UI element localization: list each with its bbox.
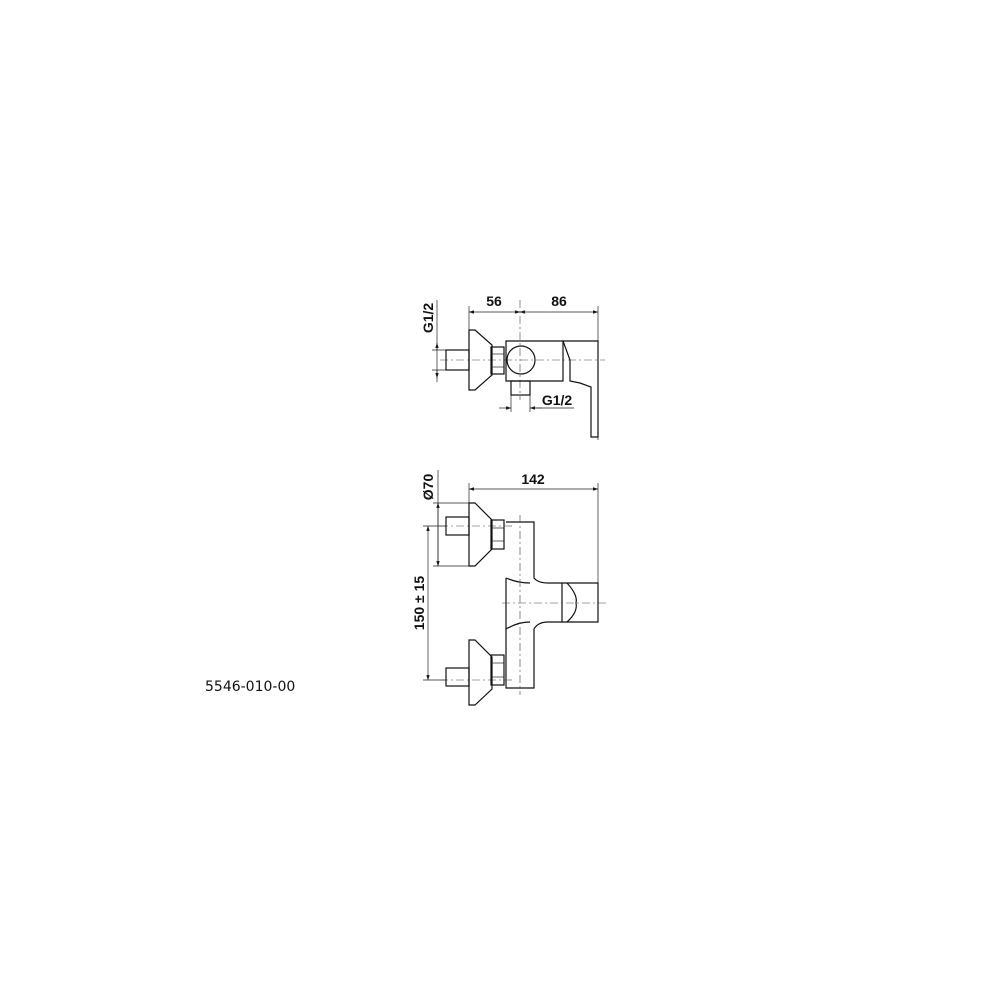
dim-142-label: 142 xyxy=(521,471,545,487)
inlet-spacing-label: 150 ± 15 xyxy=(411,576,427,631)
mixer-body xyxy=(505,521,563,689)
inlet-thread-label: G1/2 xyxy=(420,303,436,334)
outlet-thread-label: G1/2 xyxy=(542,392,573,408)
dim-56-label: 56 xyxy=(486,293,502,309)
upper-escutcheon xyxy=(468,502,493,567)
part-number: 5546-010-00 xyxy=(205,679,296,695)
front-view: 142 Ø70 150 ± 15 xyxy=(411,470,606,706)
lower-escutcheon xyxy=(468,639,493,706)
escutcheon-diameter-label: Ø70 xyxy=(420,474,436,501)
dim-86-label: 86 xyxy=(551,293,567,309)
side-view: 56 86 G1/2 G1/2 xyxy=(420,293,605,440)
escutcheon xyxy=(468,329,493,391)
lever-handle xyxy=(562,340,599,438)
